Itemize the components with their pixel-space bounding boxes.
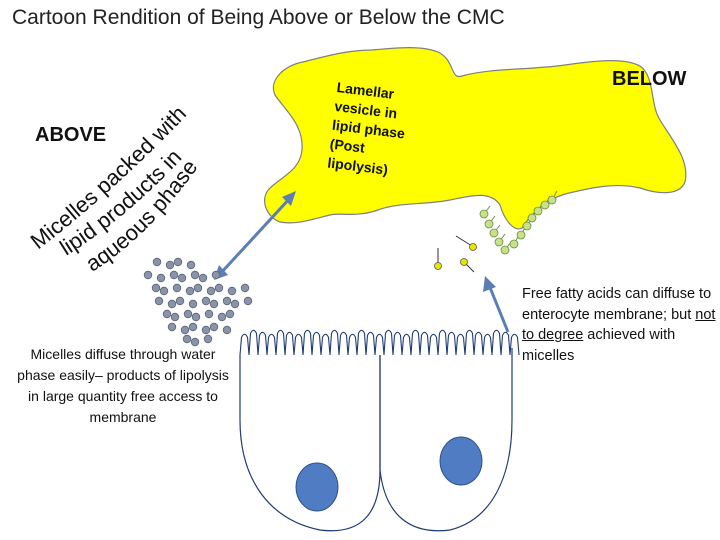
up-arrow: [483, 276, 510, 333]
micelle-dot-icon: [190, 337, 200, 347]
micelle-dot-icon: [204, 309, 214, 319]
micelle-dot-icon: [201, 296, 211, 306]
micelle-dot-icon: [165, 260, 175, 270]
micelle-dot-icon: [188, 299, 198, 309]
hairpin-lipid-icon: [489, 224, 501, 238]
vesicle-label: Lamellar vesicle in lipid phase (Post li…: [326, 78, 410, 181]
hairpin-lipid-icon: [484, 215, 496, 229]
caption-text: achieved with micelles: [522, 327, 676, 364]
fatty-acid-icon: [460, 258, 475, 273]
micelle-dot-icon: [211, 270, 221, 280]
micelle-dot-icon: [198, 273, 208, 283]
micelle-dot-icon: [169, 270, 179, 280]
hairpin-lipid-icon: [494, 233, 506, 247]
brush-border: [239, 329, 520, 356]
caption-underlined-text: not to degree: [522, 306, 716, 344]
micelle-dot-icon: [183, 309, 193, 319]
micelle-dot-icon: [209, 322, 219, 332]
micelle-dot-icon: [206, 286, 216, 296]
micelle-dot-icon: [167, 299, 177, 309]
free-fatty-acids: [434, 235, 477, 273]
hairpin-lipid-icon: [527, 208, 538, 223]
micelle-dot-icon: [225, 309, 235, 319]
micelle-dot-icon: [201, 325, 211, 335]
micelle-dot-icon: [193, 283, 203, 293]
enterocyte-right: [379, 348, 513, 532]
micelle-dot-icon: [159, 286, 169, 296]
fatty-acid-icon: [455, 235, 477, 251]
hairpin-lipid-icon: [516, 225, 527, 240]
nucleus-right: [439, 436, 483, 486]
micelle-cluster: [143, 257, 253, 347]
micelle-dot-icon: [162, 309, 172, 319]
micelle-caption: Micelles diffuse through water phase eas…: [17, 346, 229, 425]
micelle-dot-icon: [209, 299, 219, 309]
diagram-title: Cartoon Rendition of Being Above or Belo…: [12, 6, 505, 29]
caption-text: Free fatty acids can diffuse to enterocy…: [522, 286, 712, 323]
lipid-phase-blob: [264, 47, 687, 230]
micelle-dot-icon: [227, 286, 237, 296]
micelle-dot-icon: [182, 334, 192, 344]
enterocytes: [239, 329, 520, 532]
micelle-dot-icon: [172, 283, 182, 293]
micelle-dot-icon: [154, 296, 164, 306]
below-label: BELOW: [612, 68, 687, 90]
micelle-dot-icon: [143, 270, 153, 280]
micelle-dot-icon: [190, 270, 200, 280]
micelle-dot-icon: [185, 286, 195, 296]
micelle-dot-icon: [214, 283, 224, 293]
micelle-dot-icon: [191, 312, 201, 322]
micelle-dot-icon: [175, 296, 185, 306]
micelle-dot-icon: [156, 273, 166, 283]
micelle-dot-icon: [217, 312, 227, 322]
micelle-dot-icon: [222, 325, 232, 335]
hairpin-lipid-icon: [547, 190, 558, 205]
micelle-dot-icon: [152, 257, 162, 267]
fatty-acid-icon: [434, 248, 442, 270]
micelle-dot-icon: [222, 296, 232, 306]
hairpin-lipid-icon: [509, 234, 520, 249]
micelle-dot-icon: [243, 296, 253, 306]
micelle-dot-icon: [170, 312, 180, 322]
micelle-dot-icon: [151, 283, 161, 293]
fatty-acid-caption: Free fatty acids can diffuse to enterocy…: [522, 284, 718, 366]
above-label: ABOVE: [35, 124, 107, 146]
hairpin-lipid-icon: [479, 205, 491, 219]
micelle-dot-icon: [167, 322, 177, 332]
micelle-dot-icon: [173, 257, 183, 267]
micelle-dot-icon: [230, 299, 240, 309]
nucleus-left: [295, 462, 339, 512]
micelle-dot-icon: [203, 334, 213, 344]
micelle-dot-icon: [240, 283, 250, 293]
micelle-dot-icon: [186, 260, 196, 270]
hairpin-lipids: [479, 190, 558, 255]
enterocyte-left: [239, 355, 381, 532]
micelle-dot-icon: [177, 273, 187, 283]
micelle-dot-icon: [188, 322, 198, 332]
double-headed-arrow: [214, 191, 296, 280]
micelle-dot-icon: [180, 325, 190, 335]
